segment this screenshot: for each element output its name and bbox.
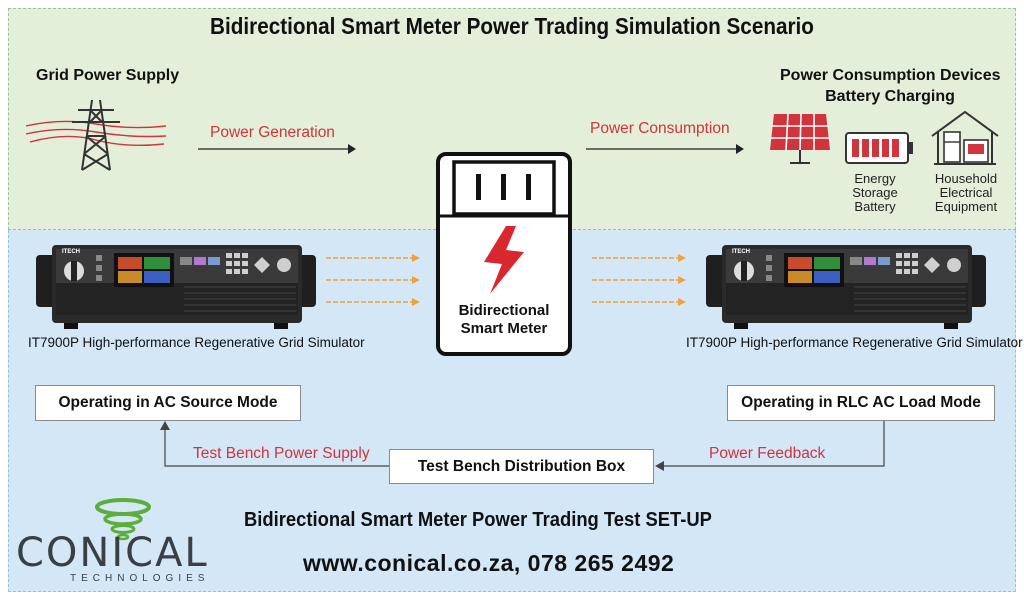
smart-meter-label-line1: Bidirectional — [458, 302, 550, 319]
distribution-box: Test Bench Distribution Box — [389, 449, 654, 484]
page-title: Bidirectional Smart Meter Power Trading … — [210, 13, 814, 39]
right-grid-simulator — [706, 245, 986, 329]
test-bench-supply-label: Test Bench Power Supply — [193, 445, 370, 462]
left-simulator-caption: IT7900P High-performance Regenerative Gr… — [28, 335, 365, 350]
storage-label-line: Storage — [852, 185, 898, 200]
power-generation-arrow — [198, 144, 356, 154]
solar-panel-icon — [770, 113, 830, 164]
household-label-line: Equipment — [934, 199, 998, 214]
power-tower-icon — [25, 99, 167, 171]
power-consumption-arrow — [586, 144, 744, 154]
logo-subtitle: TECHNOLOGIES — [70, 573, 210, 584]
power-generation-label: Power Generation — [210, 124, 335, 141]
left-grid-simulator — [36, 245, 316, 329]
household-label-line: Electrical — [939, 185, 993, 200]
smart-meter-icon — [436, 152, 572, 356]
household-equipment-label: Household Electrical Equipment — [926, 172, 1006, 214]
storage-label-line: Energy — [854, 171, 896, 186]
grid-power-supply-label: Grid Power Supply — [36, 67, 180, 84]
battery-icon — [845, 132, 913, 164]
left-orange-arrows — [326, 254, 420, 306]
right-simulator-caption: IT7900P High-performance Regenerative Gr… — [686, 335, 1023, 350]
left-simulator-brand: ITECH — [62, 249, 80, 255]
household-icon — [931, 110, 999, 165]
right-simulator-brand: ITECH — [732, 249, 750, 255]
setup-title: Bidirectional Smart Meter Power Trading … — [244, 509, 712, 531]
contact-info[interactable]: www.conical.co.za, 078 265 2492 — [303, 550, 675, 576]
rlc-load-mode-box: Operating in RLC AC Load Mode — [727, 385, 995, 421]
smart-meter-label-line2: Smart Meter — [460, 320, 548, 337]
energy-storage-battery-label: Energy Storage Battery — [842, 172, 908, 214]
logo-wordmark: CONICAL — [16, 530, 209, 576]
ac-source-mode-box: Operating in AC Source Mode — [35, 385, 301, 421]
devices-label: Power Consumption Devices — [780, 67, 1001, 84]
storage-label-line: Battery — [854, 199, 896, 214]
right-orange-arrows — [592, 254, 686, 306]
household-label-line: Household — [934, 171, 998, 186]
battery-charging-label: Battery Charging — [825, 88, 955, 105]
power-feedback-label: Power Feedback — [709, 445, 826, 462]
conical-logo-swirl-icon — [95, 498, 151, 541]
power-consumption-label: Power Consumption — [590, 120, 730, 137]
